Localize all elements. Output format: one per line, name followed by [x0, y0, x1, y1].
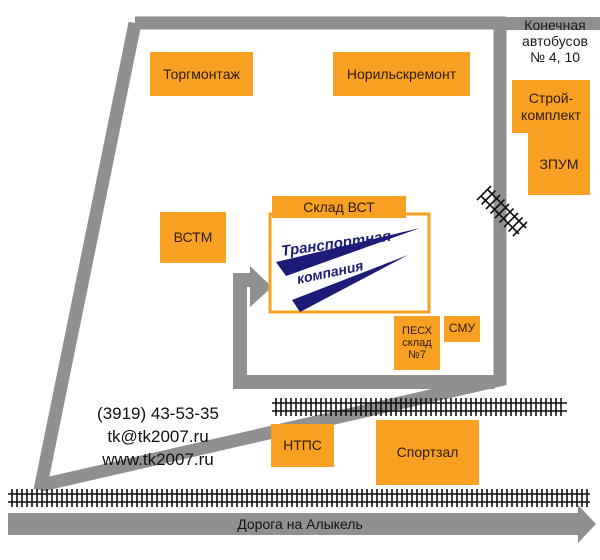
contact-website[interactable]: www.tk2007.ru	[102, 450, 214, 469]
railway-bottom	[8, 489, 590, 507]
main-road-arrow	[578, 505, 596, 543]
building-torgmontazh: Торгмонтаж	[150, 52, 253, 96]
building-stroykomplekt: Строй- комплект	[512, 80, 590, 133]
rail-tie	[498, 207, 515, 224]
railway-diagonal	[476, 185, 528, 237]
building-smu: СМУ	[444, 316, 480, 342]
rail-tie	[507, 216, 524, 233]
bus-road	[494, 17, 600, 30]
inner-road	[233, 273, 494, 389]
building-norilskremont: Норильскремонт	[333, 52, 470, 96]
rail-tie	[476, 185, 492, 201]
rail-tie	[512, 221, 528, 237]
main-road	[8, 513, 582, 535]
rail-tie	[489, 198, 506, 215]
building-ntps: НТПС	[271, 424, 334, 467]
contact-phone: (3919) 43-53-35	[97, 404, 219, 423]
building-pesh-sklad: ПЕСХ склад №7	[394, 316, 440, 370]
railway-middle	[272, 398, 567, 416]
building-vstm: ВСТМ	[160, 212, 226, 263]
contact-block: (3919) 43-53-35 tk@tk2007.ru www.tk2007.…	[78, 402, 238, 471]
outer-road-left	[33, 21, 142, 492]
road-label: Дорога на Алыкель	[237, 516, 363, 532]
transport-company-logo: Транспортная компания	[268, 212, 431, 314]
contact-email[interactable]: tk@tk2007.ru	[107, 427, 209, 446]
building-sportzal: Спортзал	[376, 420, 479, 485]
rail-tie	[494, 203, 510, 219]
building-sklad-vst: Склад ВСТ	[272, 196, 406, 218]
rail-tie	[503, 212, 519, 228]
inner-road-arrow	[250, 266, 272, 307]
rail-tie	[485, 194, 501, 210]
rail-tie	[480, 189, 497, 206]
bus-stop-label: Конечная автобусов № 4, 10	[522, 17, 588, 66]
building-zpum: ЗПУМ	[528, 133, 590, 195]
